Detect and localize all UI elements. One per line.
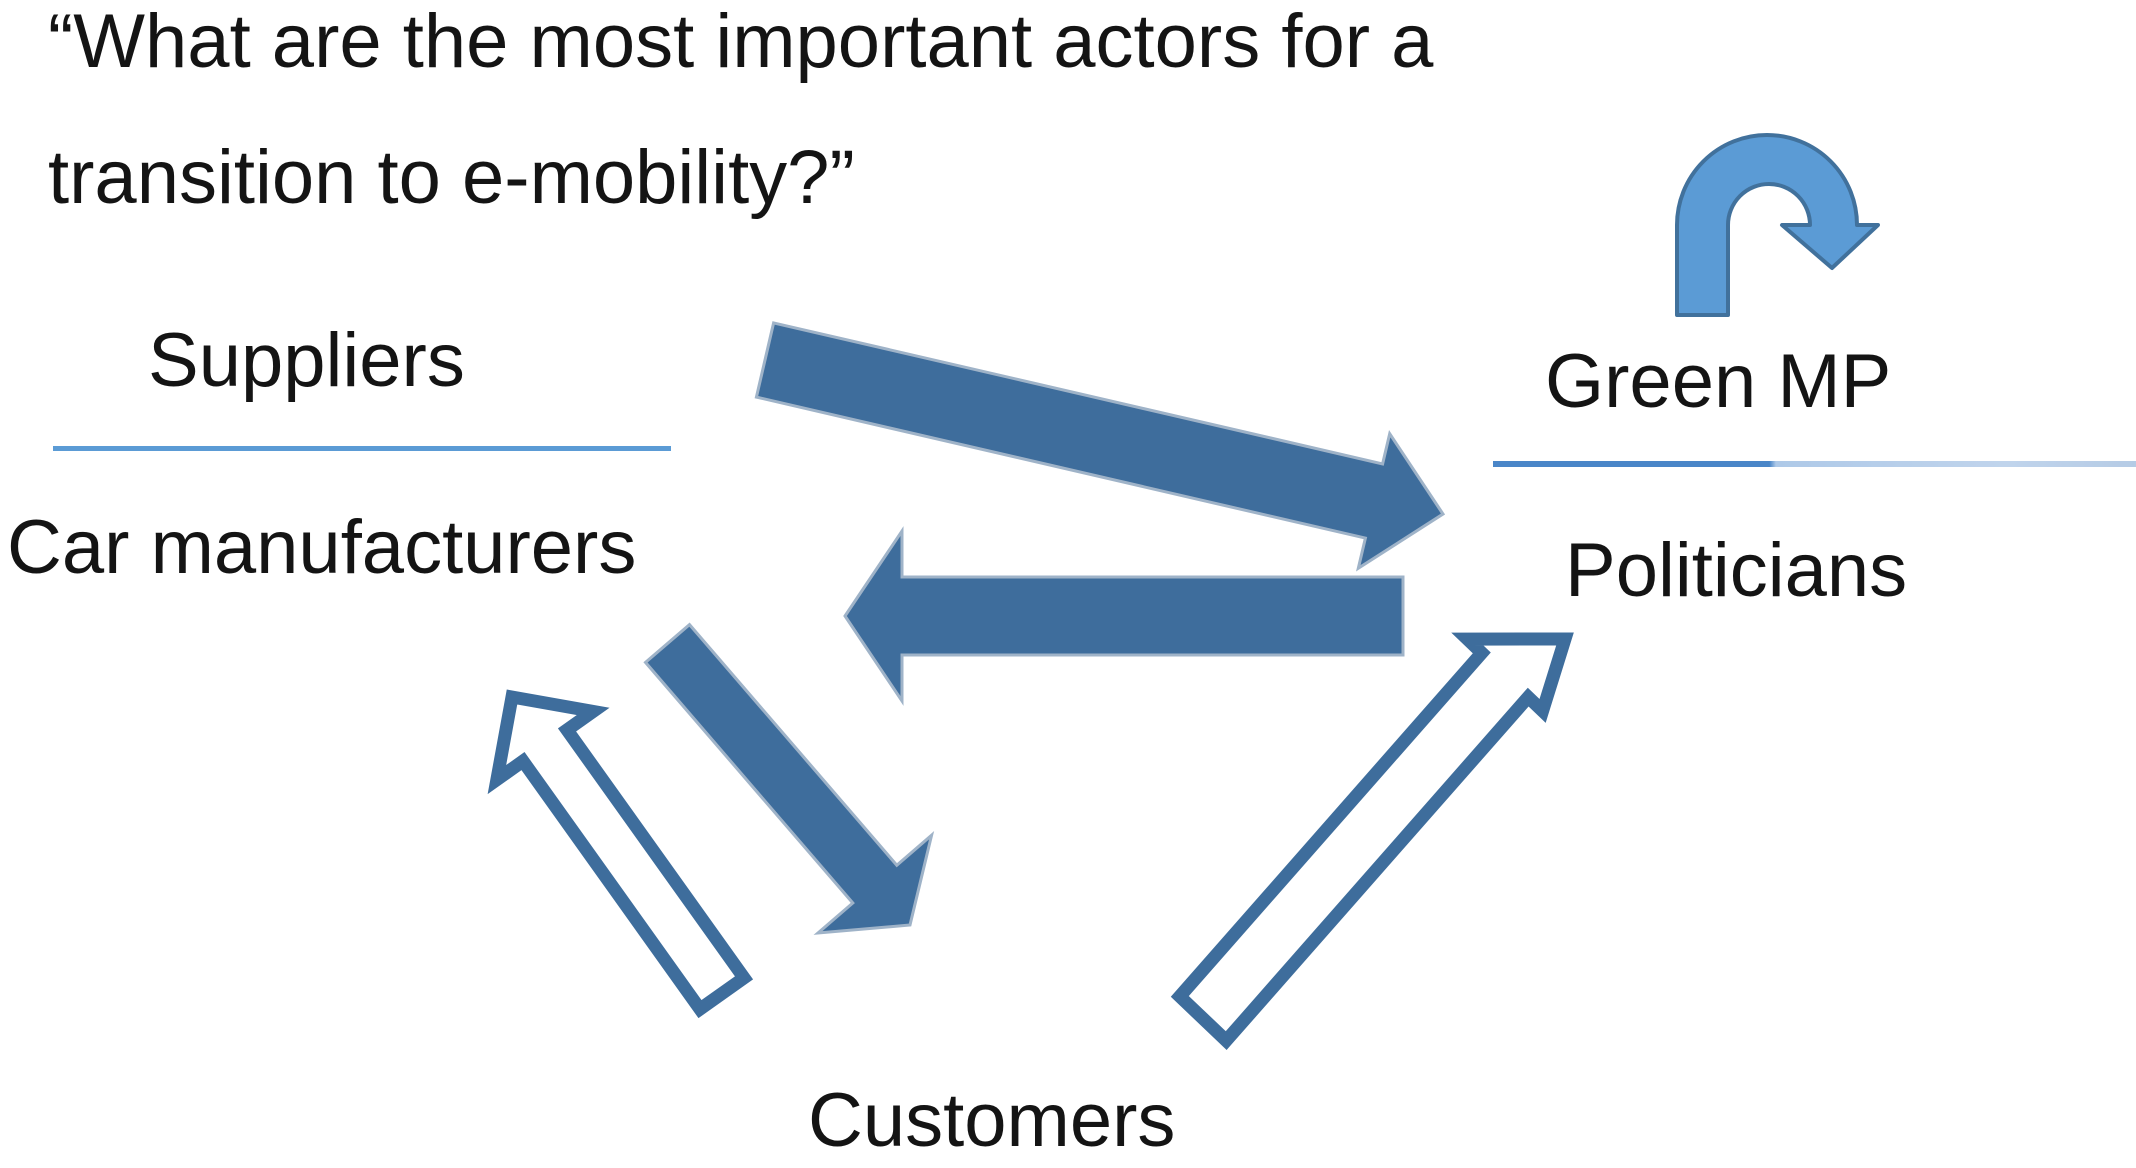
label-car-manufacturers: Car manufacturers <box>7 505 637 590</box>
arrow-suppliers-to-politicians-icon <box>754 321 1446 572</box>
green-mp-underline <box>1493 461 2136 467</box>
label-politicians: Politicians <box>1565 528 1908 613</box>
title-question: “What are the most important actors for … <box>48 0 1433 246</box>
arrow-politicians-to-car-manufacturers-icon <box>843 526 1405 706</box>
label-green-mp: Green MP <box>1545 339 1892 424</box>
arrow-customers-to-car-manufacturers-icon <box>487 689 754 1019</box>
arrow-customers-to-politicians-icon <box>1170 632 1574 1050</box>
label-customers: Customers <box>808 1078 1176 1163</box>
title-question-line1: “What are the most important actors for … <box>48 0 1434 84</box>
suppliers-underline <box>53 446 671 451</box>
title-question-line2: transition to e-mobility?” <box>48 135 855 220</box>
label-suppliers: Suppliers <box>148 318 465 403</box>
arrow-car-manufacturers-to-customers-icon <box>643 622 935 935</box>
u-turn-arrow-icon <box>1675 133 1880 317</box>
